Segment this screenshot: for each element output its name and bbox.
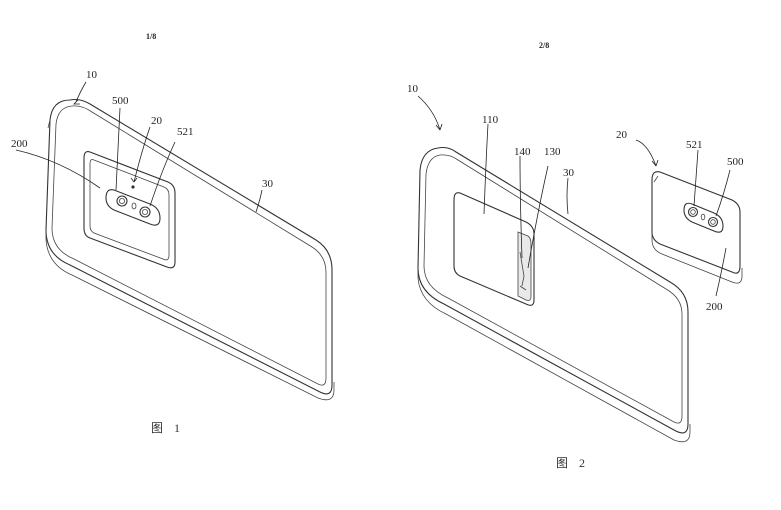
ref-label-500: 500 xyxy=(112,95,129,107)
ref-label-200: 200 xyxy=(706,301,723,313)
phone-housing-10 xyxy=(45,98,335,401)
leader-lines xyxy=(15,81,263,213)
figure-1-drawing xyxy=(15,81,335,401)
leader-lines xyxy=(417,95,731,297)
ref-label-30: 30 xyxy=(262,178,273,190)
phone-housing-10 xyxy=(417,146,691,443)
figure-2-drawing xyxy=(417,95,743,443)
camera-module-20 xyxy=(83,151,176,269)
ref-label-500: 500 xyxy=(727,156,744,168)
ref-label-30: 30 xyxy=(563,167,574,179)
ref-label-130: 130 xyxy=(544,146,561,158)
ref-label-521: 521 xyxy=(177,126,194,138)
ref-label-20: 20 xyxy=(616,129,627,141)
figure-caption: 图 1 xyxy=(151,421,185,435)
ref-label-10: 10 xyxy=(86,69,97,81)
ref-label-10: 10 xyxy=(407,83,418,95)
ref-label-140: 140 xyxy=(514,146,531,158)
ref-label-200: 200 xyxy=(11,138,28,150)
patent-sheet-1: 1/8 xyxy=(0,0,390,510)
patent-sheet-2: 2/8 xyxy=(390,0,780,510)
figure-caption: 图 2 xyxy=(556,456,590,470)
camera-module-20 xyxy=(651,171,743,284)
page-number: 1/8 xyxy=(146,32,157,41)
mounting-hole-110 xyxy=(453,192,535,306)
ref-label-20: 20 xyxy=(151,115,162,127)
ref-label-521: 521 xyxy=(686,139,703,151)
page-number: 2/8 xyxy=(539,41,550,50)
ref-label-110: 110 xyxy=(482,114,499,126)
